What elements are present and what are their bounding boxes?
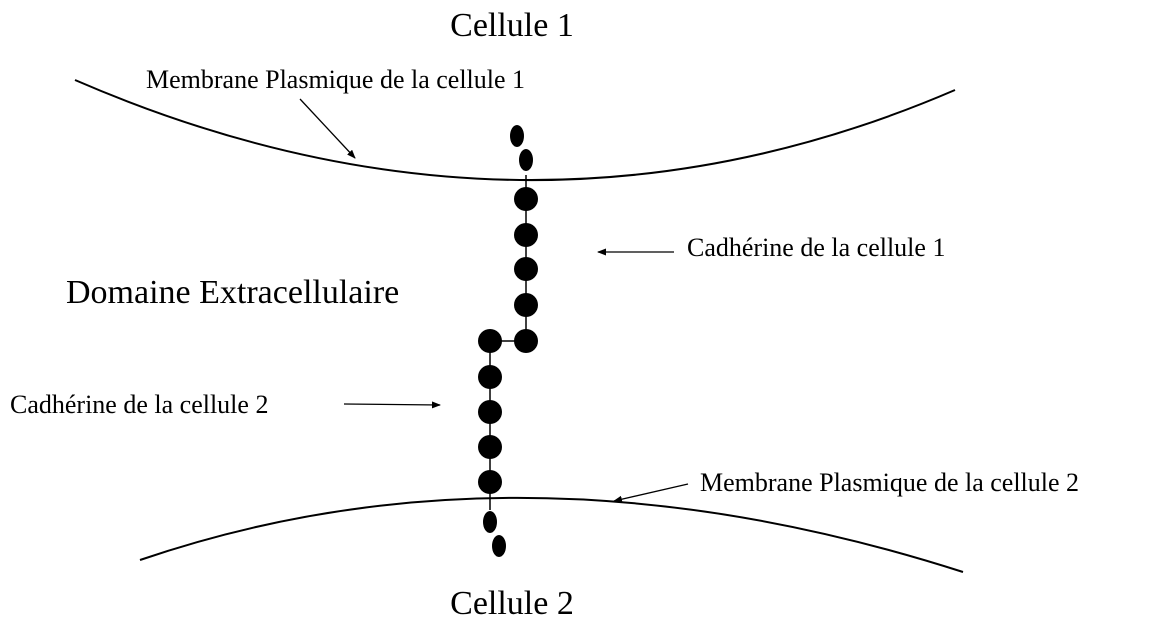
- cadherin1-transmembrane-domain: [519, 149, 533, 171]
- membrane1-label: Membrane Plasmique de la cellule 1: [146, 65, 525, 94]
- cadherin2-ec-domain: [478, 365, 502, 389]
- membrane-cell1: [74, 79, 956, 182]
- cadherin2-pointer: [343, 401, 441, 409]
- cadherin1-ec-domain: [514, 257, 538, 281]
- cadherin1-label: Cadhérine de la cellule 1: [687, 233, 945, 262]
- cadherin2-ec-domain: [478, 329, 502, 353]
- cell2-title: Cellule 2: [450, 585, 574, 622]
- membrane2-label: Membrane Plasmique de la cellule 2: [700, 468, 1079, 497]
- cadherin2-transmembrane-domain: [483, 511, 497, 533]
- membrane2-pointer: [613, 483, 689, 503]
- cadherin2-ec-domain: [478, 400, 502, 424]
- cadherin1-cytoplasmic-domain: [510, 125, 524, 147]
- cadherin1-ec-domain: [514, 187, 538, 211]
- cadherin-cell1: [510, 125, 538, 353]
- cadherin2-label: Cadhérine de la cellule 2: [10, 390, 268, 419]
- cadherin-cell2: [478, 329, 506, 557]
- cadherin1-ec-domain: [514, 293, 538, 317]
- cadherin2-ec-domain: [478, 470, 502, 494]
- cadherin1-ec-domain: [514, 223, 538, 247]
- extracellular-domain-label: Domaine Extracellulaire: [66, 274, 399, 311]
- cadherin2-ec-domain: [478, 435, 502, 459]
- cadherin2-cytoplasmic-domain: [492, 535, 506, 557]
- membrane1-pointer: [299, 98, 356, 159]
- cell1-title: Cellule 1: [450, 7, 574, 44]
- membrane-cell2: [139, 496, 964, 573]
